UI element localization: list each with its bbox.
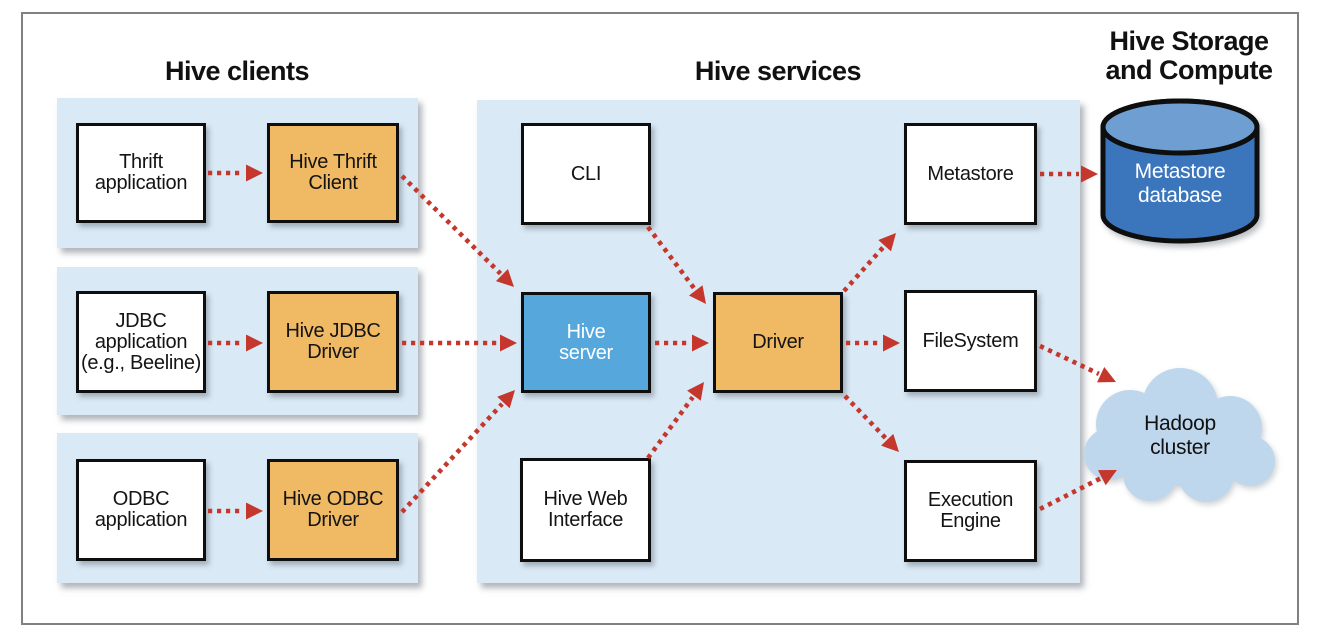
node-driver: Driver <box>713 292 843 393</box>
cloud-shape <box>1084 368 1275 502</box>
cloud-icon <box>1084 368 1275 502</box>
label-metastore-database: Metastore database <box>1134 160 1226 207</box>
node-thrift-application: Thrift application <box>76 123 206 223</box>
node-odbc-application: ODBC application <box>76 459 206 561</box>
section-title-hive-clients: Hive clients <box>164 56 310 86</box>
node-hive-thrift-client: Hive Thrift Client <box>267 123 399 223</box>
node-jdbc-application: JDBC application (e.g., Beeline) <box>76 291 206 393</box>
node-execution-engine: Execution Engine <box>904 460 1037 562</box>
node-filesystem: FileSystem <box>904 290 1037 392</box>
node-hive-web-interface: Hive Web Interface <box>520 458 651 562</box>
node-hive-jdbc-driver: Hive JDBC Driver <box>267 291 399 393</box>
database-cylinder-icon <box>1100 98 1260 244</box>
label-hadoop-cluster: Hadoop cluster <box>1144 412 1216 459</box>
node-hive-odbc-driver: Hive ODBC Driver <box>267 459 399 561</box>
section-title-hive-storage-and-compute: Hive Storage and Compute <box>1105 26 1274 85</box>
node-cli: CLI <box>521 123 651 225</box>
node-hive-server: Hive server <box>521 292 651 393</box>
node-metastore: Metastore <box>904 123 1037 225</box>
cylinder-top <box>1100 98 1260 156</box>
section-title-hive-services: Hive services <box>694 56 862 86</box>
